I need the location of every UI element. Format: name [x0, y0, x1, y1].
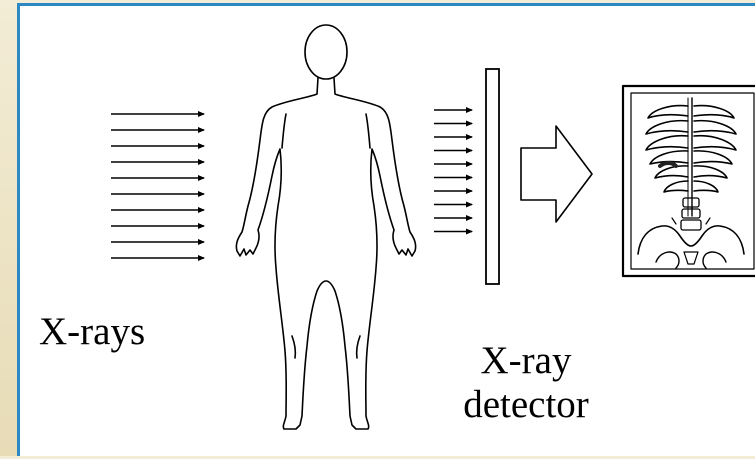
xray-detector-plate-icon [486, 69, 499, 284]
xrays-label: X-rays [39, 312, 145, 351]
xray-detector-label: X-ray detector [416, 339, 636, 427]
transmitted-xray-beams [434, 110, 472, 232]
human-body-outline-icon [236, 25, 415, 429]
xray-detector-label-line2: detector [416, 383, 636, 427]
incident-xray-beams [111, 114, 204, 258]
block-arrow-right-icon [521, 126, 592, 222]
xray-detector-label-line1: X-ray [416, 339, 636, 383]
chest-xray-image-icon [623, 86, 755, 276]
xray-diagram [20, 6, 755, 459]
diagram-panel: X-rays X-ray detector [17, 3, 755, 456]
